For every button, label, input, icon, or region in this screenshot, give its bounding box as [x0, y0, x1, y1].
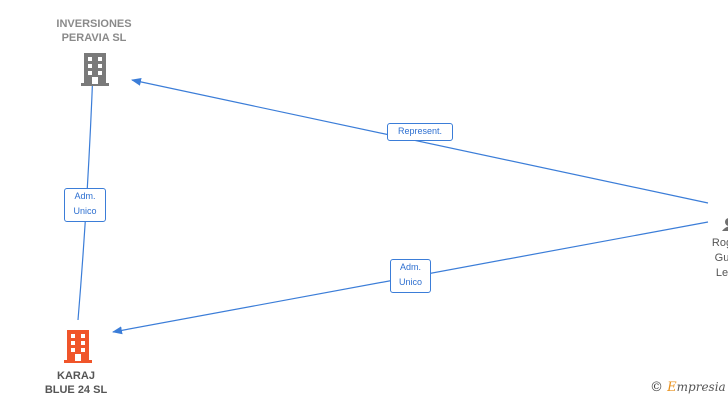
edge-label-adm-left[interactable]: Adm. Unico	[64, 188, 106, 222]
edge-label-represent[interactable]: Represent.	[387, 123, 453, 141]
node-label-karaj[interactable]: KARAJ BLUE 24 SL	[44, 370, 108, 396]
edge-represent[interactable]	[131, 77, 709, 204]
watermark-brand-initial: E	[667, 380, 677, 395]
watermark-brand-rest: mpresia	[676, 380, 726, 394]
watermark: © Empresia	[650, 380, 726, 395]
node-label-person[interactable]: Rog Gu Le	[711, 237, 728, 279]
building-icon[interactable]	[81, 53, 109, 86]
person-icon[interactable]	[722, 218, 728, 231]
building-icon[interactable]	[64, 330, 92, 363]
edge-label-adm-bottom[interactable]: Adm. Unico	[390, 259, 431, 293]
node-label-inversiones[interactable]: INVERSIONES PERAVIA SL	[56, 18, 132, 44]
copyright-icon: ©	[650, 380, 663, 395]
